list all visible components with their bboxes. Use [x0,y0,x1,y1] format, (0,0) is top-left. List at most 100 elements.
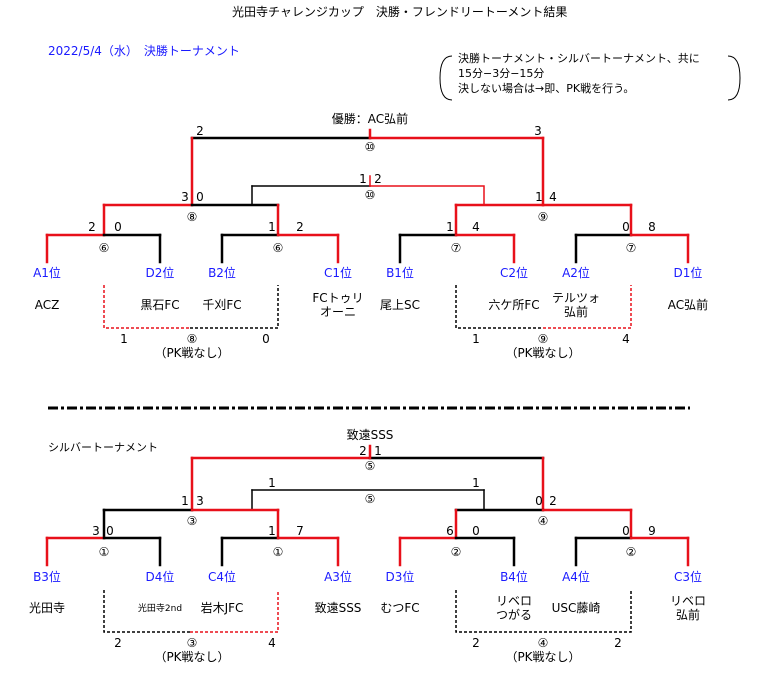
friendly-score: 0 [262,332,270,346]
friendly-score: 4 [622,332,630,346]
team-name: 千刈FC [202,298,242,312]
page-title: 光田寺チャレンジカップ 決勝・フレンドリートーメント結果 [232,5,568,19]
qf-score: 4 [472,220,480,234]
silver-team-name: むつFC [380,601,420,615]
silver-friendly-score: 2 [614,636,622,650]
silver-seed-label: C4位 [207,570,237,584]
silver-seed-label: C3位 [673,570,703,584]
silver-friendly-pitch: ③ [186,636,198,650]
qf-pitch: ⑦ [625,241,637,255]
note-line: 決勝トーナメント・シルバートーナメント、共に [458,52,700,65]
friendly-right-red [543,285,632,329]
team-name: FCトゥリ オーニ [312,291,364,319]
silver-final-score: 2 [359,444,367,458]
seed-label: A1位 [33,266,61,280]
note-line: 決しない場合は→即、PK戦を行う。 [458,82,635,95]
silver-qf-score: 0 [106,524,114,538]
friendly-pitch: ⑧ [186,332,198,346]
silver-seed-label: B3位 [33,570,61,584]
note-right-brace [727,55,741,101]
semi-score: 1 [535,190,543,204]
silver-friendly-pk-note: （PK戦なし） [505,650,581,664]
seed-label: D1位 [673,266,703,280]
team-name: 六ケ所FC [488,298,540,312]
third-line-right [369,185,485,206]
silver-qf-pitch: ② [625,545,637,559]
silver-third-pitch: ⑤ [364,492,376,506]
silver-qf-score: 6 [446,524,454,538]
silver-seed-label: A3位 [324,570,352,584]
team-name: テルツォ 弘前 [551,291,601,319]
qf-score: 0 [114,220,122,234]
silver-friendly-score: 2 [114,636,122,650]
silver-semi-score: 2 [549,494,557,508]
qf-score: 1 [446,220,454,234]
seed-label: B1位 [386,266,414,280]
silver-team-name: 光田寺2nd [137,604,183,614]
friendly-pk-note: （PK戦なし） [154,346,230,360]
silver-friendly-score: 2 [472,636,480,650]
semi-score: 4 [549,190,557,204]
main-winner: 優勝：AC弘前 [331,112,409,126]
semi-pitch: ⑨ [537,210,549,224]
seed-label: C1位 [323,266,353,280]
seed-label: C2位 [499,266,529,280]
silver-label: シルバートーナメント [48,441,158,454]
team-name: ACZ [34,298,60,312]
seed-label: B2位 [208,266,236,280]
silver-final-score: 1 [374,444,382,458]
qf-score: 8 [648,220,656,234]
silver-final-pitch: ⑤ [364,459,376,473]
silver-team-name: 致遠SSS [314,601,362,615]
silver-seed-label: D3位 [385,570,415,584]
seed-label: D2位 [145,266,175,280]
silver-friendly-pk-note: （PK戦なし） [154,650,230,664]
silver-semi-score: 3 [196,494,204,508]
friendly-pk-note: （PK戦なし） [505,346,581,360]
friendly-left-black [190,285,279,329]
rules-note: 決勝トーナメント・シルバートーナメント、共に 15分−3分−15分 決しない場合… [440,52,740,104]
silver-team-name: USC藤崎 [551,601,601,615]
silver-seed-label: B4位 [500,570,528,584]
final-score-left: 2 [196,124,204,138]
date-label: 2022/5/4（水） 決勝トーナメント [48,44,240,58]
silver-team-name: リベロ 弘前 [669,594,707,622]
qf-pitch: ⑦ [450,241,462,255]
silver-semi-score: 0 [535,494,543,508]
silver-semi-score: 1 [181,494,189,508]
silver-qf-score: 0 [622,524,630,538]
silver-qf-score: 9 [648,524,656,538]
friendly-pitch: ⑨ [537,332,549,346]
final-pitch: ⑩ [364,140,376,154]
seed-label: A2位 [562,266,590,280]
qf-pitch: ⑥ [98,241,110,255]
note-left-brace [439,55,453,101]
qf-score: 2 [88,220,96,234]
silver-qf-score: 3 [92,524,100,538]
semi-pitch: ⑧ [186,210,198,224]
silver-qf-score: 1 [268,524,276,538]
silver-friendly-score: 4 [268,636,276,650]
qf-score: 0 [622,220,630,234]
silver-team-name: 岩木JFC [200,601,244,615]
silver-qf-pitch: ① [98,545,110,559]
silver-team-name: 光田寺 [28,601,66,615]
silver-qf-score: 0 [472,524,480,538]
silver-friendly-pitch: ④ [537,636,549,650]
friendly-score: 1 [120,332,128,346]
note-line: 15分−3分−15分 [458,67,545,80]
third-score-left: 1 [359,172,367,186]
team-name: AC弘前 [667,298,709,312]
qf-score: 2 [296,220,304,234]
semi-score: 3 [181,190,189,204]
final-score-right: 3 [534,124,542,138]
friendly-left-red [103,285,190,329]
silver-semi-pitch: ④ [537,514,549,528]
qf-score: 1 [268,220,276,234]
silver-third-score: 1 [472,476,480,490]
silver-semi-pitch: ③ [186,514,198,528]
third-score-right: 2 [374,172,382,186]
semi-score: 0 [196,190,204,204]
